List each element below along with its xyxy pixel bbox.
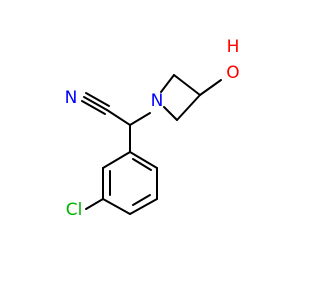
background [0, 0, 300, 300]
bond-ring-inner-1 [132, 158, 152, 171]
bonds [81, 74, 222, 215]
bond-ring-d-e [102, 198, 131, 215]
atom-nitrogen-nitrile: N [65, 88, 78, 108]
bond-nitrile-triple-2 [85, 92, 110, 107]
bond-nitrile-triple-1 [83, 96, 108, 111]
atom-chlorine: Cl [66, 200, 83, 220]
bond-ch-to-ring-n [129, 112, 151, 126]
bond-c4-to-ring-n [163, 106, 178, 121]
atom-hydroxyl-oxygen: O [226, 63, 239, 83]
bond-ring-c-d [129, 198, 158, 215]
bond-c2-to-c3 [173, 74, 201, 96]
bond-ring-n-to-c2 [160, 74, 175, 93]
bond-nitrile-c-to-ch [106, 109, 131, 126]
bond-c3-to-oh [199, 79, 222, 96]
bond-ring-a-b [129, 151, 158, 169]
bond-ring-to-cl [85, 198, 104, 210]
atom-hydroxyl-hydrogen: H [227, 37, 240, 57]
bond-ring-f-a [102, 151, 131, 169]
bond-ring-inner-2 [132, 194, 151, 206]
bond-nitrile-triple-3 [81, 100, 106, 115]
molecule-structure: N N O H Cl [0, 0, 300, 300]
atom-nitrogen-ring: N [151, 91, 164, 111]
atom-labels: N N O H Cl [65, 37, 240, 220]
bond-c3-to-c4 [176, 94, 201, 121]
